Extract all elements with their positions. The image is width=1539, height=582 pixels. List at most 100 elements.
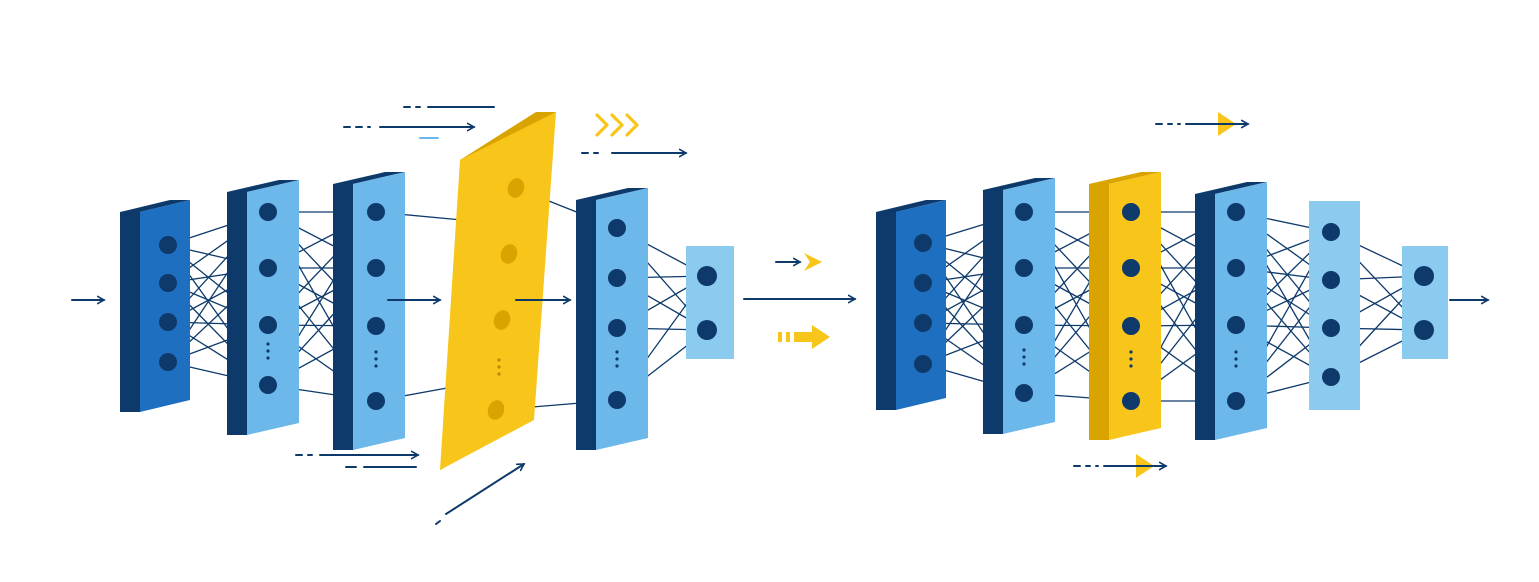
- n2-layer-3-side: [1089, 184, 1109, 440]
- n2-node: [914, 314, 932, 332]
- n1-node: [159, 313, 177, 331]
- n2-layer-2-top: [983, 178, 1055, 190]
- n1-yellow-ellipsis-dot: [497, 372, 501, 376]
- n1-ellipsis-dot: [266, 342, 270, 346]
- n2-layer-3-top: [1089, 172, 1161, 184]
- n2-layer-1-top: [876, 200, 946, 212]
- n2-node: [1015, 203, 1033, 221]
- n1-node: [367, 259, 385, 277]
- n1-layer-3-top: [333, 172, 405, 184]
- n1-node: [159, 274, 177, 292]
- n1-node: [159, 353, 177, 371]
- n1-node: [159, 236, 177, 254]
- n2-node: [1322, 368, 1340, 386]
- n2-node: [1122, 392, 1140, 410]
- n2-ellipsis-dot: [1022, 362, 1026, 366]
- n2-ellipsis-dot: [1129, 364, 1133, 368]
- yellow-dash: [786, 332, 790, 342]
- yellow-dash: [778, 332, 782, 342]
- n1-node: [608, 219, 626, 237]
- n1-layer-2-top: [227, 180, 299, 192]
- n1-yellow-node-3: [487, 400, 505, 420]
- n1-layer-2-face: [247, 180, 299, 435]
- n1-layer-5-top: [576, 188, 648, 200]
- n1-node: [608, 319, 626, 337]
- n1-ellipsis-dot: [374, 364, 378, 368]
- n1-layer-1-top: [120, 200, 190, 212]
- n1-node: [608, 391, 626, 409]
- n2-node: [1122, 259, 1140, 277]
- n2-ellipsis-dot: [1234, 350, 1238, 354]
- flow-arrow-icon: [445, 463, 526, 515]
- n2-node: [1122, 317, 1140, 335]
- chevron-arrows-icon: [625, 113, 639, 137]
- yellow-arrow-icon: [794, 325, 830, 349]
- n1-node: [259, 316, 277, 334]
- n2-node: [914, 234, 932, 252]
- n1-layer-4-face: [440, 112, 556, 470]
- chevron-arrows-icon: [610, 113, 624, 137]
- n1-node: [367, 203, 385, 221]
- n1-yellow-node-0: [507, 178, 525, 198]
- n2-node: [1227, 259, 1245, 277]
- n1-layer-3-side: [333, 184, 353, 450]
- n1-layer-5-face: [596, 188, 648, 450]
- n2-node: [1322, 223, 1340, 241]
- flow-arrows: [71, 106, 1490, 525]
- n2-layer-4-side: [1195, 194, 1215, 440]
- n2-node: [1227, 392, 1245, 410]
- n1-layer-3-face: [353, 172, 405, 450]
- n1-ellipsis-dot: [374, 350, 378, 354]
- n2-node: [914, 355, 932, 373]
- n1-node: [697, 320, 717, 340]
- n2-ellipsis-dot: [1022, 355, 1026, 359]
- n1-ellipsis-dot: [615, 364, 619, 368]
- n2-node: [1414, 320, 1434, 340]
- n1-ellipsis-dot: [374, 357, 378, 361]
- n2-layer-2-side: [983, 190, 1003, 434]
- n2-node: [1227, 203, 1245, 221]
- n2-layer-2-face: [1003, 178, 1055, 434]
- n2-layer-1-face: [896, 200, 946, 410]
- n1-node: [367, 317, 385, 335]
- n1-ellipsis-dot: [266, 349, 270, 353]
- n2-node: [1122, 203, 1140, 221]
- n2-node: [1414, 266, 1434, 286]
- n2-layer-4-top: [1195, 182, 1267, 194]
- n2-node: [1322, 271, 1340, 289]
- dash: [435, 520, 441, 525]
- n1-yellow-ellipsis-dot: [497, 365, 501, 369]
- n2-ellipsis-dot: [1234, 364, 1238, 368]
- n1-layer-2-side: [227, 192, 247, 435]
- chevron-arrows-icon: [595, 113, 609, 137]
- n2-ellipsis-dot: [1129, 350, 1133, 354]
- n1-ellipsis-dot: [615, 357, 619, 361]
- n1-yellow-node-1: [500, 244, 518, 264]
- n2-node: [1015, 384, 1033, 402]
- n2-layer-3-face: [1109, 172, 1161, 440]
- n1-ellipsis-dot: [615, 350, 619, 354]
- n1-node: [259, 203, 277, 221]
- n2-ellipsis-dot: [1234, 357, 1238, 361]
- n2-node: [1015, 316, 1033, 334]
- n2-node: [1015, 259, 1033, 277]
- n2-layer-4-face: [1215, 182, 1267, 440]
- n1-yellow-node-2: [493, 310, 511, 330]
- n2-layer-1-side: [876, 212, 896, 410]
- n1-node: [259, 376, 277, 394]
- n2-layer-6: [1402, 246, 1448, 359]
- n1-layer-5-side: [576, 200, 596, 450]
- n1-node: [259, 259, 277, 277]
- yellow-chevron-icon: [804, 253, 822, 271]
- layers: [120, 112, 1448, 470]
- n2-node: [1322, 319, 1340, 337]
- n2-ellipsis-dot: [1022, 348, 1026, 352]
- n1-yellow-ellipsis-dot: [497, 358, 501, 362]
- n1-ellipsis-dot: [266, 356, 270, 360]
- n2-ellipsis-dot: [1129, 357, 1133, 361]
- n1-node: [367, 392, 385, 410]
- n1-layer-1-side: [120, 212, 140, 412]
- n2-node: [914, 274, 932, 292]
